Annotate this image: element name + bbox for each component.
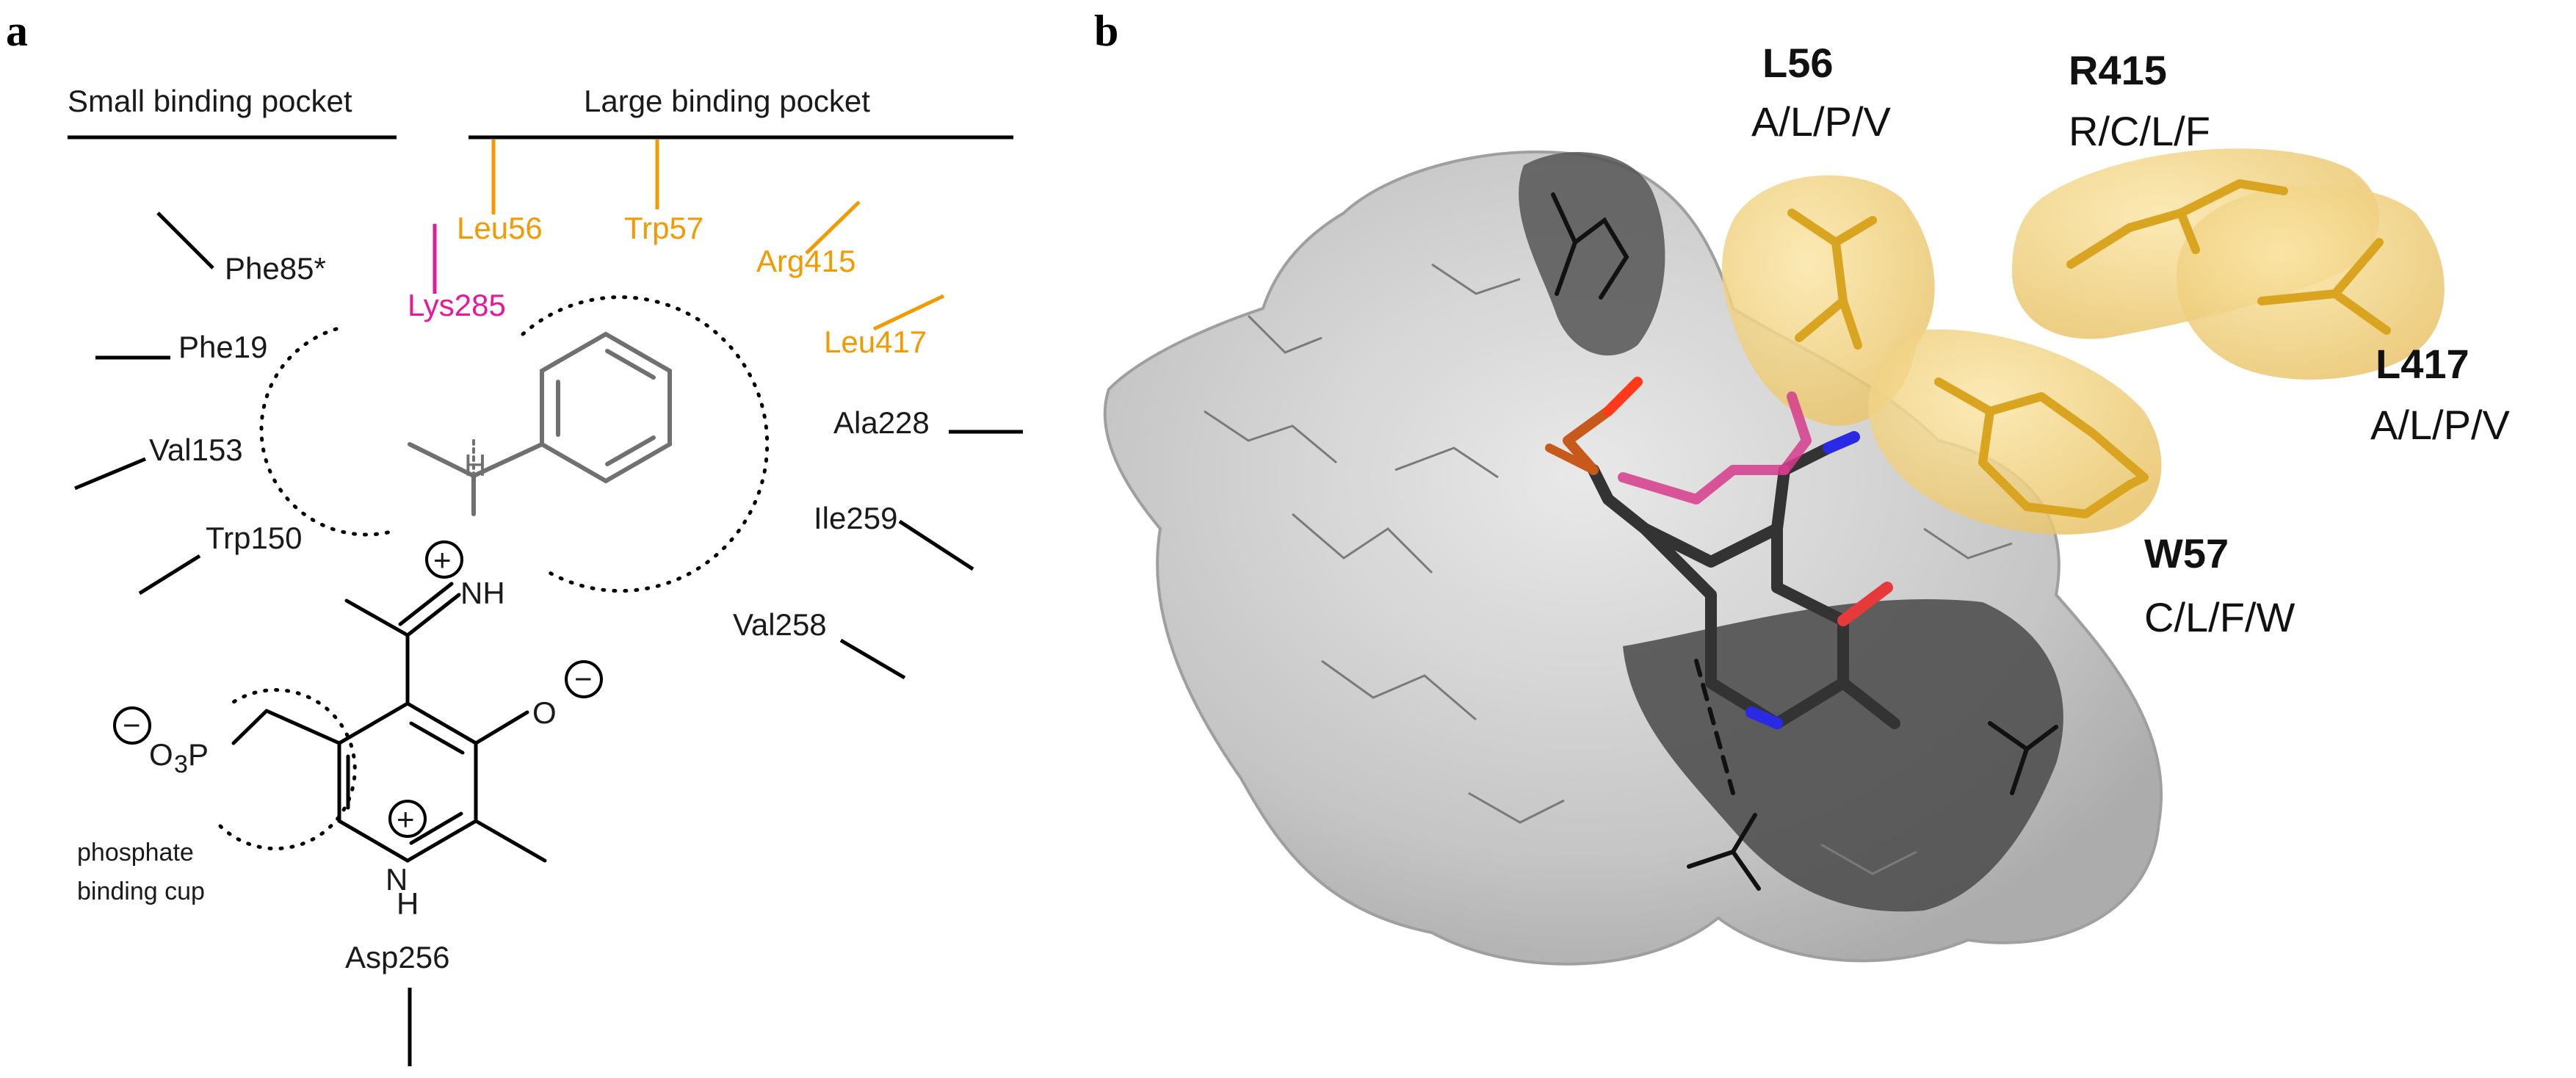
phosphate-cup-arc [218, 688, 357, 851]
ring-h: H [397, 886, 419, 921]
dark-sticks [1551, 192, 2058, 891]
phosphate-cup-label-2: binding cup [77, 878, 205, 905]
phosphate-cup-label-1: phosphate [77, 839, 194, 867]
charge-plus-imine: + [425, 540, 463, 579]
label-arg415: Arg415 [756, 244, 855, 278]
large-pocket-title: Large binding pocket [584, 84, 870, 118]
small-pocket-title: Small binding pocket [68, 84, 352, 118]
ile259-tick [898, 519, 974, 571]
panel-b: b [1094, 7, 2511, 966]
panel-b-label: b [1094, 7, 1118, 55]
label-trp57: Trp57 [624, 211, 703, 245]
label-phe19: Phe19 [178, 330, 267, 364]
yellow-surface-l56 [1722, 175, 1935, 426]
imine-nh: NH [460, 576, 505, 610]
trp150-tick [138, 554, 201, 596]
label-val153: Val153 [149, 433, 243, 467]
panel-a-label: a [6, 7, 28, 55]
val258-tick [839, 638, 906, 680]
w57-variants: C/L/F/W [2144, 594, 2295, 640]
r415-name: R415 [2069, 47, 2167, 93]
large-pocket-arc [521, 295, 770, 593]
phosphate-sub3: 3 [174, 750, 188, 778]
label-val258: Val258 [733, 607, 827, 642]
svg-text:+: + [433, 543, 452, 577]
l56-name: L56 [1762, 40, 1834, 86]
l417-name: L417 [2376, 341, 2470, 387]
val153-tick [74, 457, 146, 491]
label-asp256: Asp256 [345, 940, 449, 974]
w57-name: W57 [2144, 530, 2229, 576]
small-pocket-arc [259, 327, 399, 537]
label-phe85: Phe85* [225, 251, 326, 286]
dark-region-bottom [1623, 598, 2063, 912]
ring-n: N [386, 862, 408, 897]
panel-a: a Small binding pocket Large binding poc… [6, 7, 1023, 1066]
svg-text:+: + [397, 802, 415, 836]
arg415-tick [805, 200, 861, 255]
r415-variants: R/C/L/F [2069, 108, 2210, 154]
ligand-structure [231, 331, 672, 863]
plp-ligand [1545, 377, 1900, 729]
phosphate-p: P [188, 737, 209, 772]
chiral-h: H [464, 448, 486, 482]
label-ala228: Ala228 [833, 405, 930, 440]
label-leu417: Leu417 [824, 325, 927, 359]
charge-plus-ring: + [388, 800, 427, 838]
phosphate-o: O [149, 737, 173, 772]
charge-minus-phosphate: − [113, 706, 151, 745]
label-lys285: Lys285 [408, 288, 506, 322]
wireframe-residues [1204, 263, 2013, 875]
label-leu56: Leu56 [457, 211, 543, 245]
phe85-tick [156, 211, 214, 270]
charge-minus-o: − [565, 660, 603, 698]
l56-variants: A/L/P/V [1751, 98, 1892, 145]
label-trp150: Trp150 [206, 521, 303, 555]
label-ile259: Ile259 [814, 501, 897, 535]
phenolate-o: O [532, 695, 557, 730]
svg-text:−: − [123, 708, 141, 742]
yellow-sticks [1787, 179, 2391, 518]
leu417-tick [872, 294, 945, 331]
yellow-surface-l417 [2176, 185, 2445, 380]
l417-variants: A/L/P/V [2370, 402, 2511, 448]
svg-text:−: − [574, 662, 593, 696]
